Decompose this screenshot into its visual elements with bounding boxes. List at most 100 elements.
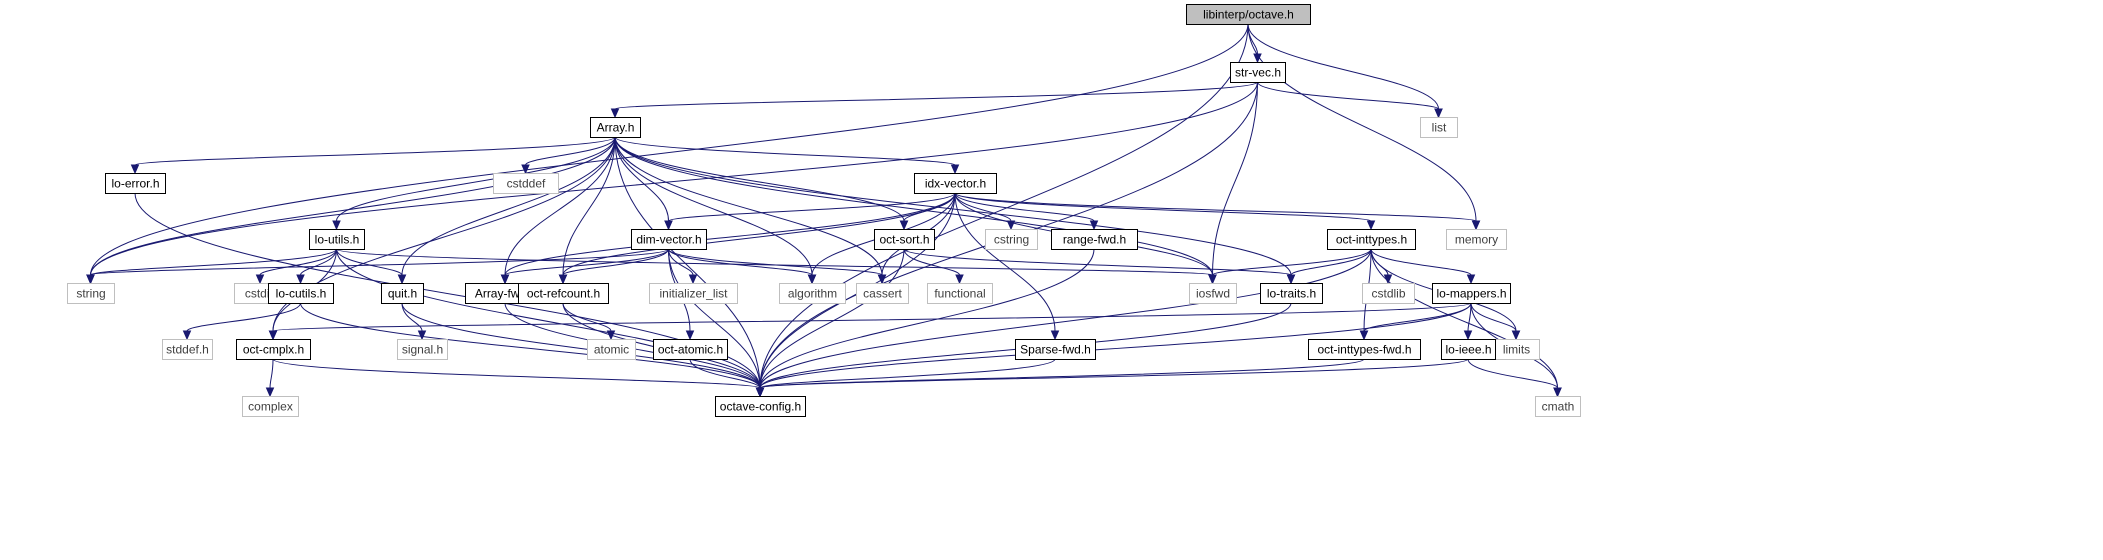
node-oct_cmplx[interactable]: oct-cmplx.h [236, 339, 311, 360]
node-oct_refcount[interactable]: oct-refcount.h [518, 283, 609, 304]
edge-line [1212, 248, 1372, 276]
node-lo_cutils[interactable]: lo-cutils.h [268, 283, 334, 304]
node-octave_config[interactable]: octave-config.h [715, 396, 806, 417]
edge-oct_inttypes-to-iosfwd [1208, 248, 1372, 285]
edge-line [134, 136, 616, 166]
node-oct_inttypes[interactable]: oct-inttypes.h [1327, 229, 1416, 250]
node-label: Array.h [597, 121, 635, 135]
node-box [1362, 283, 1415, 304]
edge-arrowhead [521, 164, 530, 175]
edge-arrowhead [1089, 220, 1099, 231]
node-box [856, 283, 909, 304]
node-label: oct-inttypes-fwd.h [1317, 343, 1411, 357]
node-lo_ieee[interactable]: lo-ieee.h [1441, 339, 1496, 360]
node-lo_mappers[interactable]: lo-mappers.h [1432, 283, 1511, 304]
node-label: oct-refcount.h [527, 287, 600, 301]
node-label: cstring [994, 233, 1029, 247]
edge-array_h-to-idx_vector [614, 136, 960, 175]
edge-arrowhead [755, 387, 765, 398]
edges-layer [86, 23, 1562, 398]
node-box [1230, 62, 1286, 83]
edge-arrowhead [558, 274, 568, 285]
edge-array_h-to-lo_error [130, 136, 616, 175]
edge-dim_vector-to-array_fwd [500, 248, 669, 285]
edge-line [1247, 23, 1439, 110]
node-label: atomic [594, 343, 629, 357]
node-oct_atomic[interactable]: oct-atomic.h [653, 339, 728, 360]
node-oct_sort[interactable]: oct-sort.h [874, 229, 935, 250]
node-range_fwd[interactable]: range-fwd.h [1051, 229, 1138, 250]
node-box [67, 283, 115, 304]
node-label: list [1432, 121, 1447, 135]
edge-oct_inttypes-to-octave_config [755, 248, 1372, 398]
node-quit_h[interactable]: quit.h [381, 283, 424, 304]
edge-line [90, 136, 616, 276]
node-label: initializer_list [659, 287, 728, 301]
edge-lo_cutils-to-stddef_h [182, 302, 301, 341]
node-label: iosfwd [1196, 287, 1230, 301]
edge-line [272, 302, 1472, 332]
edge-arrowhead [500, 274, 510, 285]
edge-line [186, 302, 301, 332]
node-box [590, 117, 641, 138]
node-box [874, 229, 935, 250]
edge-str_vec-to-list [1257, 81, 1443, 119]
node-octave_h[interactable]: libinterp/octave.h [1186, 4, 1311, 25]
node-lo_traits[interactable]: lo-traits.h [1260, 283, 1323, 304]
edge-idx_vector-to-oct_inttypes [954, 192, 1376, 231]
edge-line [504, 248, 669, 276]
node-label: range-fwd.h [1063, 233, 1126, 247]
node-box [1260, 283, 1323, 304]
edge-line [759, 358, 1469, 389]
node-array_h[interactable]: Array.h [590, 117, 641, 138]
node-dim_vector[interactable]: dim-vector.h [631, 229, 707, 250]
node-label: memory [1455, 233, 1498, 247]
edge-line [272, 358, 761, 389]
edge-line [614, 136, 669, 222]
node-limits: limits [1493, 339, 1540, 360]
edge-lo_mappers-to-lo_ieee [1463, 302, 1473, 341]
node-label: cstdlib [1371, 287, 1405, 301]
node-sparse_fwd[interactable]: Sparse-fwd.h [1015, 339, 1096, 360]
node-label: string [76, 287, 105, 301]
edge-oct_cmplx-to-octave_config [272, 358, 765, 398]
edge-arrowhead [664, 220, 673, 231]
node-memory: memory [1446, 229, 1507, 250]
node-str_vec[interactable]: str-vec.h [1230, 62, 1286, 83]
edge-line [614, 136, 883, 276]
node-atomic: atomic [587, 339, 636, 360]
edge-line [90, 23, 1249, 276]
edge-line [401, 302, 761, 389]
edge-line [1470, 302, 1517, 332]
node-label: dim-vector.h [636, 233, 701, 247]
node-box [1186, 4, 1311, 25]
edge-line [759, 358, 1365, 389]
edge-line [759, 248, 1372, 389]
edge-idx_vector-to-memory [954, 192, 1481, 231]
node-box [631, 229, 707, 250]
edge-arrowhead [1511, 330, 1521, 341]
node-box [381, 283, 424, 304]
edge-str_vec-to-array_h [610, 81, 1258, 119]
edge-arrowhead [268, 330, 278, 341]
node-label: complex [248, 400, 293, 414]
edge-array_h-to-cstddef [521, 136, 616, 175]
node-lo_error[interactable]: lo-error.h [105, 173, 166, 194]
edge-line [336, 248, 403, 276]
edge-line [954, 192, 1095, 222]
edge-line [759, 248, 905, 389]
edge-line [504, 136, 616, 276]
node-label: octave-config.h [720, 400, 801, 414]
edge-line [90, 248, 337, 276]
node-oct_inttypes_fwd[interactable]: oct-inttypes-fwd.h [1308, 339, 1421, 360]
node-idx_vector[interactable]: idx-vector.h [914, 173, 997, 194]
node-lo_utils[interactable]: lo-utils.h [309, 229, 365, 250]
edge-line [903, 248, 1292, 276]
edge-line [90, 248, 669, 276]
edge-line [90, 81, 1258, 276]
edge-oct_sort-to-functional [903, 248, 964, 285]
edge-line [504, 192, 956, 276]
edge-arrowhead [296, 274, 305, 285]
node-box [1432, 283, 1511, 304]
